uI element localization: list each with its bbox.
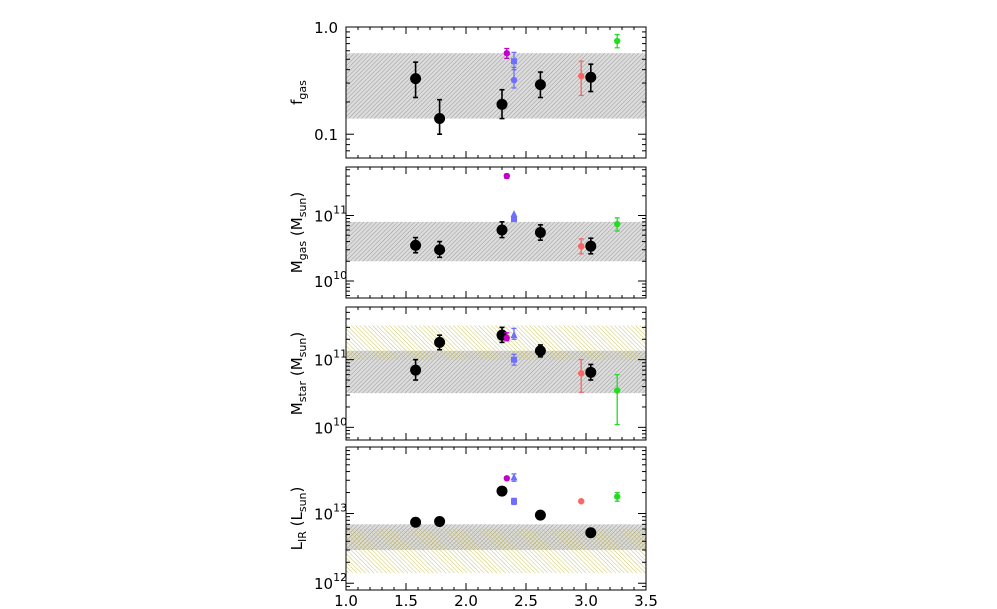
data-point xyxy=(510,210,518,218)
y-tick-label: 1013 xyxy=(314,502,347,524)
data-point xyxy=(410,516,422,528)
x-tick-label: 1.0 xyxy=(334,592,358,609)
data-point xyxy=(585,527,597,539)
x-tick-label: 3.0 xyxy=(574,592,598,609)
data-point xyxy=(410,364,422,376)
plot-frame xyxy=(345,166,647,299)
plot-frame xyxy=(345,26,647,159)
data-point xyxy=(578,498,585,505)
plot-frame xyxy=(345,306,647,441)
data-point xyxy=(511,356,517,363)
y-axis-label: Mstar (Msun) xyxy=(288,332,309,415)
y-axis-label: fgas xyxy=(288,80,309,105)
band-yellow xyxy=(346,325,646,360)
data-point xyxy=(434,515,446,527)
band-gray xyxy=(346,221,646,262)
plot-frame xyxy=(345,446,647,591)
data-point xyxy=(511,58,517,65)
band-gray xyxy=(346,53,646,119)
data-point xyxy=(410,73,422,85)
data-point xyxy=(410,239,422,251)
y-tick-label: 1011 xyxy=(314,203,347,225)
data-point xyxy=(511,498,517,505)
y-tick-label: 1012 xyxy=(314,571,347,593)
data-point xyxy=(503,334,510,342)
data-point xyxy=(614,220,621,228)
data-point xyxy=(614,493,621,500)
y-tick-label: 1010 xyxy=(314,415,347,437)
data-point xyxy=(585,71,597,83)
data-point xyxy=(534,345,546,357)
data-point xyxy=(503,172,510,180)
data-point xyxy=(585,366,597,378)
y-tick-label: 1011 xyxy=(314,348,347,370)
x-tick-label: 3.5 xyxy=(634,592,658,609)
data-point xyxy=(510,331,518,339)
data-point xyxy=(614,387,621,394)
data-point xyxy=(496,224,508,236)
y-axis-label: LIR (Lsun) xyxy=(288,487,309,551)
data-point xyxy=(503,49,510,57)
data-point xyxy=(534,79,546,91)
y-tick-label: 1.0 xyxy=(314,19,338,37)
data-point xyxy=(578,370,585,377)
panel-fgas: 0.1 1.0 fgas xyxy=(288,19,647,159)
data-point xyxy=(578,72,585,80)
data-point xyxy=(511,216,517,223)
data-point xyxy=(510,76,518,84)
data-point xyxy=(614,37,621,45)
data-point xyxy=(503,475,510,482)
x-tick-label: 1.5 xyxy=(394,592,418,609)
x-tick-label: 2.0 xyxy=(454,592,478,609)
x-tick-label: 2.5 xyxy=(514,592,538,609)
data-point xyxy=(510,473,518,481)
data-point xyxy=(434,336,446,348)
data-point xyxy=(434,113,446,125)
y-axis-label: Mgas (Msun) xyxy=(288,192,309,274)
y-tick-label: 1010 xyxy=(314,269,347,291)
data-point xyxy=(534,509,546,521)
data-point xyxy=(434,244,446,256)
data-point xyxy=(496,98,508,110)
band-yellow xyxy=(346,528,646,574)
data-point xyxy=(496,485,508,497)
data-point xyxy=(585,240,597,252)
y-tick-label: 0.1 xyxy=(314,126,338,144)
data-point xyxy=(578,242,585,250)
data-point xyxy=(534,227,546,238)
